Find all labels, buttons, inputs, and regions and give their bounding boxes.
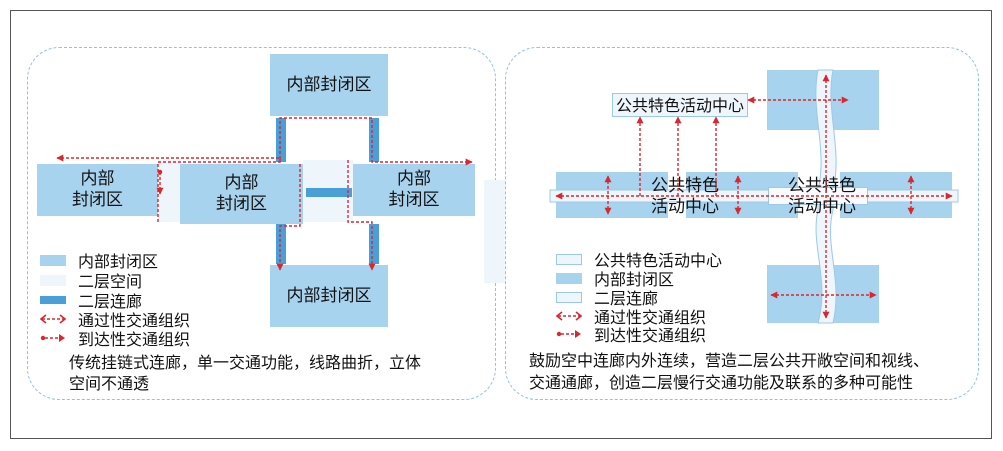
right-caption-line2: 交通通廊，创造二层慢行交通功能及联系的多种可能性 — [529, 373, 914, 392]
corridor-top-left — [276, 118, 286, 162]
corridor-bottom-left — [276, 224, 286, 264]
left-legend-destination-traffic: 到达性交通组织 — [40, 326, 190, 350]
legend-label: 到达性交通组织 — [78, 330, 191, 349]
right-legend-enclosed: 内部封闭区 — [556, 266, 674, 290]
left-legend-corridor: 二层连廊 — [40, 288, 142, 312]
left-legend-second-floor: 二层空间 — [40, 268, 142, 292]
enclosed-block-top-label: 内部封闭区 — [286, 74, 372, 95]
public-center-mid-right-label: 公共特色 活动中心 — [788, 176, 856, 217]
legend-swatch — [556, 291, 582, 303]
legend-label: 二层空间 — [78, 272, 143, 291]
corridor-top-right — [369, 118, 379, 162]
right-legend-corridor: 二层连廊 — [556, 285, 658, 309]
left-caption-line1: 传统挂链式连廊，单一交通功能，线路曲折，立体 — [69, 353, 422, 372]
enclosed-block-top — [270, 54, 388, 116]
right-caption-line1: 鼓励空中连廊内外连续，营造二层公共开敞空间和视线、 — [529, 351, 930, 370]
right-legend-public-center: 公共特色活动中心 — [556, 247, 722, 271]
legend-swatch — [40, 274, 66, 286]
corridor-middle — [306, 188, 352, 197]
legend-swatch — [40, 254, 66, 266]
destination-arrow-icon — [40, 334, 65, 342]
through-route-main — [157, 117, 473, 222]
legend-label: 内部封闭区 — [78, 252, 159, 271]
enclosed-block-bottom — [270, 265, 388, 327]
destination-arrow-icon — [556, 330, 581, 338]
legend-label: 公共特色活动中心 — [594, 251, 723, 270]
legend-label: 二层连廊 — [78, 292, 143, 311]
enclosed-block-left — [37, 164, 158, 216]
legend-label: 通过性交通组织 — [78, 311, 191, 330]
enclosed-block-right — [353, 164, 475, 216]
through-route-down — [276, 164, 301, 271]
right-legend-through-traffic: 通过性交通组织 — [556, 304, 706, 328]
legend-swatch — [556, 272, 582, 284]
legend-swatch — [40, 296, 66, 304]
corridor-bottom-right — [369, 224, 379, 264]
enclosed-block-center — [180, 164, 303, 224]
left-legend-through-traffic: 通过性交通组织 — [40, 307, 190, 331]
legend-label: 二层连廊 — [594, 289, 659, 308]
through-route-right — [347, 160, 376, 271]
legend-label: 到达性交通组织 — [594, 326, 707, 345]
enclosed-block-left-label: 内部 封闭区 — [72, 169, 123, 210]
left-legend-enclosed: 内部封闭区 — [40, 248, 158, 272]
enclosed-block-bottom-label: 内部封闭区 — [286, 285, 372, 306]
left-panel — [27, 47, 496, 400]
figure-frame — [10, 10, 992, 439]
public-center-mid-left-label: 公共特色 活动中心 — [651, 176, 719, 217]
through-arrow-icon — [40, 314, 66, 324]
public-center-label: 公共特色活动中心 — [615, 95, 744, 115]
legend-swatch — [556, 253, 582, 265]
legend-label: 内部封闭区 — [594, 270, 675, 289]
legend-label: 通过性交通组织 — [594, 308, 707, 327]
left-caption-line2: 空间不通透 — [69, 374, 150, 393]
right-legend-destination-traffic: 到达性交通组织 — [556, 322, 706, 346]
through-arrow-icon — [556, 311, 582, 321]
second-floor-space — [158, 160, 180, 222]
enclosed-block-center-label: 内部 封闭区 — [216, 173, 267, 214]
through-route-left — [56, 154, 281, 162]
enclosed-block-right-label: 内部 封闭区 — [388, 169, 440, 210]
public-center-label-box — [612, 93, 748, 117]
